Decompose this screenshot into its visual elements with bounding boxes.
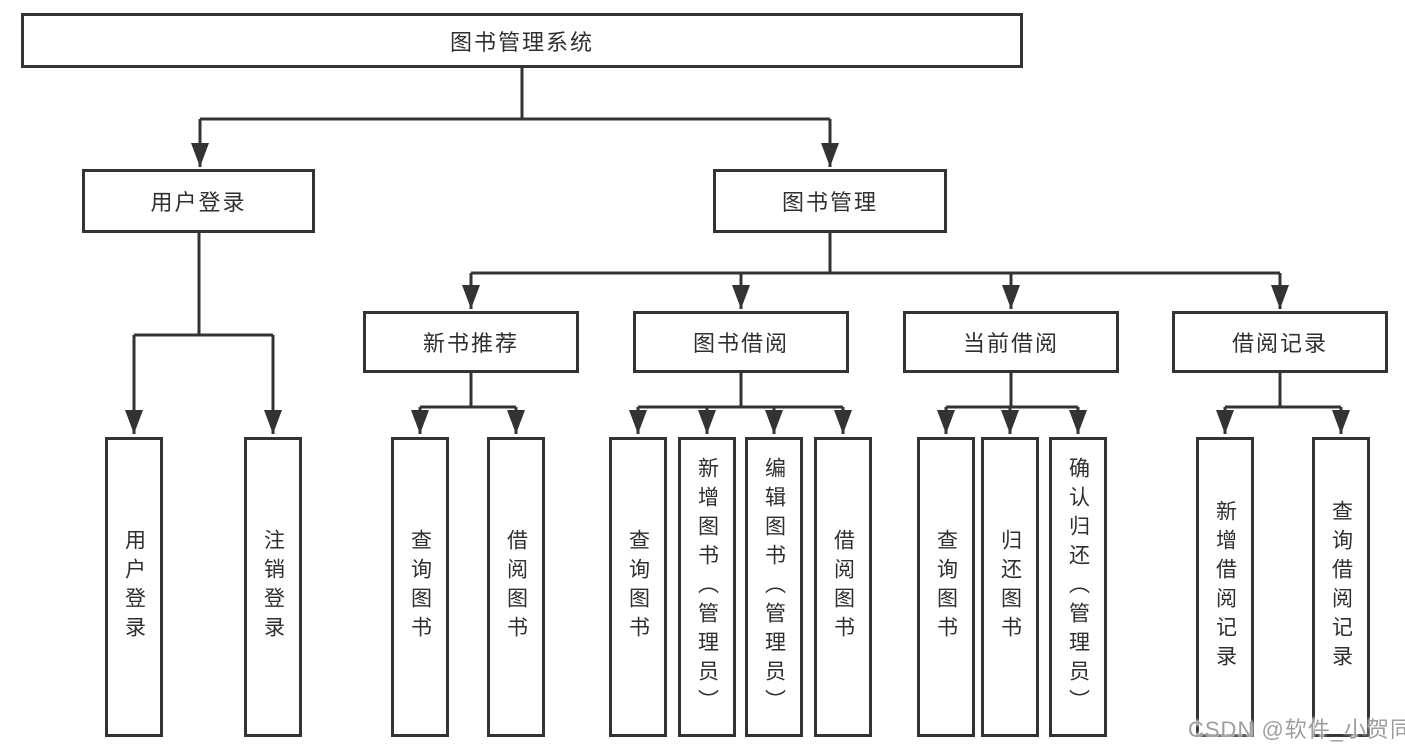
leaf-borrow-book: 借阅图书 <box>814 437 872 737</box>
leaf-logout: 注销登录 <box>244 437 302 737</box>
node-book-borrow: 图书借阅 <box>633 311 849 373</box>
csdn-watermark: CSDN @软件_小贺同学 <box>1188 717 1405 742</box>
leaf-add-borrow-record: 新增借阅记录 <box>1196 437 1254 737</box>
leaf-confirm-return-admin: 确认归还（管理员） <box>1049 437 1107 737</box>
leaf-new-book-borrow: 借阅图书 <box>487 437 545 737</box>
node-user-login: 用户登录 <box>82 169 315 233</box>
leaf-current-query-book: 查询图书 <box>917 437 975 737</box>
leaf-edit-book-admin: 编辑图书（管理员） <box>745 437 803 737</box>
node-root-system: 图书管理系统 <box>21 13 1023 68</box>
leaf-query-borrow-record: 查询借阅记录 <box>1312 437 1370 737</box>
node-book-management: 图书管理 <box>713 169 947 233</box>
node-current-borrow: 当前借阅 <box>903 311 1119 373</box>
leaf-add-book-admin: 新增图书（管理员） <box>678 437 736 737</box>
leaf-new-book-query: 查询图书 <box>391 437 449 737</box>
leaf-user-login: 用户登录 <box>105 437 163 737</box>
node-borrow-record: 借阅记录 <box>1172 311 1388 373</box>
leaf-borrow-query-book: 查询图书 <box>609 437 667 737</box>
leaf-return-book: 归还图书 <box>981 437 1039 737</box>
node-new-book-recommend: 新书推荐 <box>363 311 579 373</box>
